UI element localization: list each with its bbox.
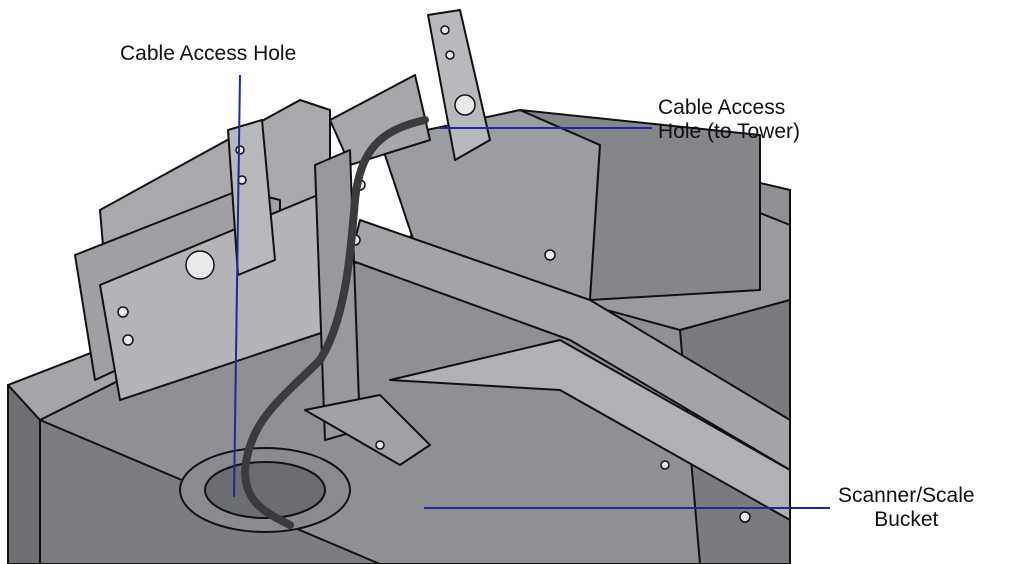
leader-line-cable-access-hole <box>233 74 241 498</box>
cable <box>240 116 429 529</box>
tower-mount <box>329 74 431 166</box>
back-channel <box>519 109 761 301</box>
callout-text: Scanner/Scale <box>838 484 975 507</box>
tower-bracket-right <box>427 9 491 161</box>
callout-scanner-scale-bucket: Scanner/Scale Bucket <box>838 484 975 532</box>
callout-text: Hole (to Tower) <box>658 120 800 143</box>
mounting-tab <box>304 394 431 466</box>
rail-lower <box>389 339 791 521</box>
callout-text: Cable Access Hole <box>120 42 297 65</box>
callout-cable-access-hole-tower: Cable Access Hole (to Tower) <box>658 96 800 144</box>
callout-text: Cable Access <box>658 96 786 119</box>
callout-text: Bucket <box>874 508 939 531</box>
callout-cable-access-hole: Cable Access Hole <box>120 42 296 66</box>
